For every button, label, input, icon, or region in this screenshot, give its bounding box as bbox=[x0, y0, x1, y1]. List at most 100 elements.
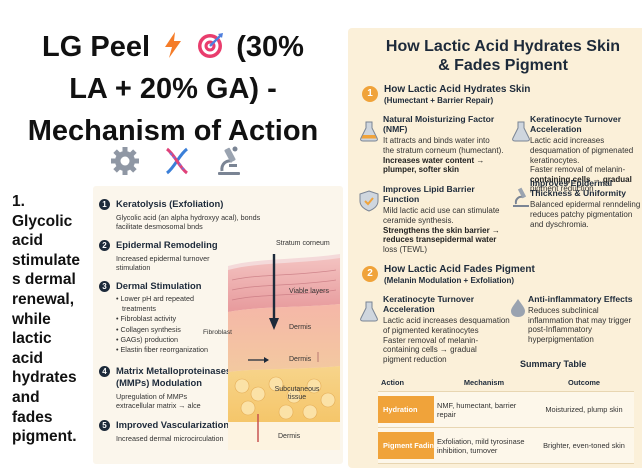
step-body-line: extracellular matrix → alce bbox=[116, 401, 201, 411]
turnover-body: pigment reduction bbox=[383, 354, 447, 364]
droplet-icon bbox=[511, 299, 525, 317]
action-badge: Pigment Fading bbox=[378, 432, 434, 459]
label-fibroblast: Fibroblast bbox=[203, 329, 232, 336]
step-body-line: • Elastin fiber reorrganization bbox=[116, 345, 209, 355]
thickness-body: Balanced epidermal renndeling bbox=[530, 200, 641, 210]
step-heading: Improved Vascularization bbox=[116, 419, 230, 430]
step-body-line: • Fibroblast activity bbox=[116, 314, 177, 324]
nmf-block: Natural Moisturizing Factor (NMF) It att… bbox=[383, 114, 508, 175]
section-heading: How Lactic Acid Fades Pigment (Melanin M… bbox=[384, 264, 535, 286]
turnover-body: Lactic acid increases desquamation bbox=[383, 316, 510, 326]
label-subcutaneous: Subcutaneous tissue bbox=[271, 386, 323, 402]
microscope-icon bbox=[212, 144, 246, 178]
table-row: Pigment Fading Exfoliation, mild tyrosin… bbox=[378, 428, 634, 464]
panel-title: How Lactic Acid Hydrates Skin & Fades Pi… bbox=[348, 37, 642, 75]
step-body-line: treatments bbox=[122, 304, 156, 314]
lipid-effect: loss (TEWL) bbox=[383, 244, 427, 254]
step-body: • Lower pH ard repeated treatments • Fib… bbox=[116, 294, 208, 355]
step-heading: Epidermal Remodeling bbox=[116, 239, 218, 250]
step-number: 2 bbox=[99, 240, 110, 251]
lightning-icon bbox=[165, 32, 182, 58]
panel-title-line: & Fades Pigment bbox=[438, 57, 568, 74]
thickness-block: Improves Epidermal Thickness & Uniformit… bbox=[530, 178, 642, 229]
label-dermis-2: Dermis bbox=[289, 356, 312, 363]
turnover-heading: Acceleration bbox=[383, 304, 435, 315]
step-body: Increased epidermal turnover stimulation bbox=[116, 254, 210, 272]
label-stratum-corneum: Stratum corneum bbox=[276, 240, 330, 247]
section-subtitle: (Humectant + Barrier Repair) bbox=[384, 96, 494, 105]
turnover-effect: pigment reduction bbox=[530, 184, 594, 194]
label-dermis-3: Dermis bbox=[278, 433, 301, 440]
lipid-effect: reduces transepidermal water bbox=[383, 235, 497, 245]
table-header-cell: Outcome bbox=[567, 378, 601, 387]
step-body-line: • Lower pH ard repeated bbox=[116, 294, 195, 303]
table-cell-mechanism: NMF, humectant, barrier repair bbox=[437, 400, 517, 419]
page-title: LG Peel (30% LA + 20% GA) - Mechanism of… bbox=[4, 26, 342, 152]
turnover-body: keratinocytes. bbox=[530, 155, 580, 165]
step-body: Glycolic acid (an alpha hydroxyy acal), … bbox=[116, 213, 260, 231]
nmf-heading: (NMF) bbox=[383, 124, 408, 135]
title-line1-suffix: (30% bbox=[236, 31, 304, 63]
step-number: 4 bbox=[99, 366, 110, 377]
turnover-body: containing cells → gradual bbox=[383, 345, 477, 355]
lipid-effect: Strengthens the skin barrier → bbox=[383, 225, 500, 235]
table-cell-action: Hydration bbox=[378, 392, 434, 427]
step-body-line: Increased dermal microcirculation bbox=[116, 434, 224, 443]
table-header-cell: Action bbox=[381, 378, 404, 387]
section-number: 2 bbox=[362, 266, 378, 282]
label-subcutaneous-line: Subcutaneous bbox=[274, 386, 320, 393]
lipid-body: Mild lactic acid use can stimulate bbox=[383, 206, 500, 216]
anti-inflammatory-body: hyperpigmentation bbox=[528, 334, 594, 344]
title-line1-prefix: LG Peel bbox=[42, 31, 151, 63]
mechanism-steps-card: 1 Keratolysis (Exfoliation) Glycolic aci… bbox=[93, 186, 343, 464]
anti-inflammatory-body: Reduces subclinical bbox=[528, 306, 599, 316]
anti-inflammatory-body: post-Inflammatory bbox=[528, 325, 593, 335]
nmf-effect: Increases water content → bbox=[383, 155, 485, 165]
section-hydrates: 1 How Lactic Acid Hydrates Skin (Humecta… bbox=[362, 84, 530, 106]
step-body-line: facilitate desmosomal bnds bbox=[116, 222, 203, 232]
nmf-heading: Natural Moisturizing Factor bbox=[383, 114, 495, 124]
step-body-line: • GAGs) production bbox=[116, 334, 179, 344]
nmf-body: the stratum corneum (humectant). bbox=[383, 146, 504, 155]
turnover-block: Keratinocyte Turnover Acceleration Lacti… bbox=[530, 114, 642, 194]
step-body-line: stimulation bbox=[116, 263, 151, 273]
turnover-heading: Keratinocyte Turnover bbox=[530, 114, 622, 124]
step-number: 1 bbox=[99, 199, 110, 210]
turnover-body: of pigmented keratinocytes bbox=[383, 326, 479, 335]
step-heading-line: (MMPs) Modulation bbox=[116, 376, 202, 388]
step-heading: Keratolysis (Exfoliation) bbox=[116, 198, 224, 209]
thickness-body: and dyschromia. bbox=[530, 219, 589, 229]
label-viable-layers: Viable layers bbox=[289, 288, 329, 295]
section-heading: How Lactic Acid Hydrates Skin (Humectant… bbox=[384, 84, 530, 106]
nmf-effect: plumper, softer skin bbox=[383, 165, 460, 175]
section-number: 1 bbox=[362, 86, 378, 102]
gear-icon bbox=[108, 144, 142, 178]
table-header-cell: Mechanism bbox=[463, 378, 505, 387]
summary-title: Summary Table bbox=[520, 359, 587, 369]
anti-inflammatory-heading: Anti-inflammatory Effects bbox=[528, 294, 633, 304]
step-number: 5 bbox=[99, 420, 110, 431]
flask-icon bbox=[512, 121, 530, 142]
summary-table: Action Mechanism Outcome Hydration NMF, … bbox=[378, 374, 634, 464]
lactic-acid-panel: How Lactic Acid Hydrates Skin & Fades Pi… bbox=[348, 28, 642, 468]
step-body-line: Upregulation of MMPs bbox=[116, 392, 188, 401]
section-fades: 2 How Lactic Acid Fades Pigment (Melanin… bbox=[362, 264, 535, 286]
label-subcutaneous-line: tissue bbox=[287, 394, 307, 401]
skin-cross-section-illustration bbox=[228, 254, 340, 450]
step-body: Upregulation of MMPs extracellular matri… bbox=[116, 392, 201, 410]
thickness-heading: Improves Epidermal bbox=[530, 178, 613, 188]
step-body-line: Increased epidermal turnover bbox=[116, 254, 210, 263]
turnover-heading: Keratinocyte Turnover bbox=[383, 294, 475, 304]
anti-inflammatory-body: inflammation that may trigger bbox=[528, 315, 632, 325]
turnover-effect: containing cells → gradual bbox=[530, 174, 632, 184]
flask-icon bbox=[360, 301, 378, 322]
turnover-heading: Acceleration bbox=[530, 124, 582, 135]
section-subtitle: (Melanin Modulation + Exfoliation) bbox=[384, 276, 514, 285]
lipid-heading: Function bbox=[383, 194, 420, 205]
anti-inflammatory-block: Anti-inflammatory Effects Reduces subcli… bbox=[528, 294, 642, 345]
thickness-body: reduces patchy pigmentation bbox=[530, 210, 633, 219]
action-badge: Hydration bbox=[378, 396, 434, 423]
step-heading-line: Matrix Metalloproteinases bbox=[116, 365, 232, 376]
table-header: Action Mechanism Outcome bbox=[378, 374, 634, 392]
label-dermis-1: Dermis bbox=[289, 324, 312, 331]
